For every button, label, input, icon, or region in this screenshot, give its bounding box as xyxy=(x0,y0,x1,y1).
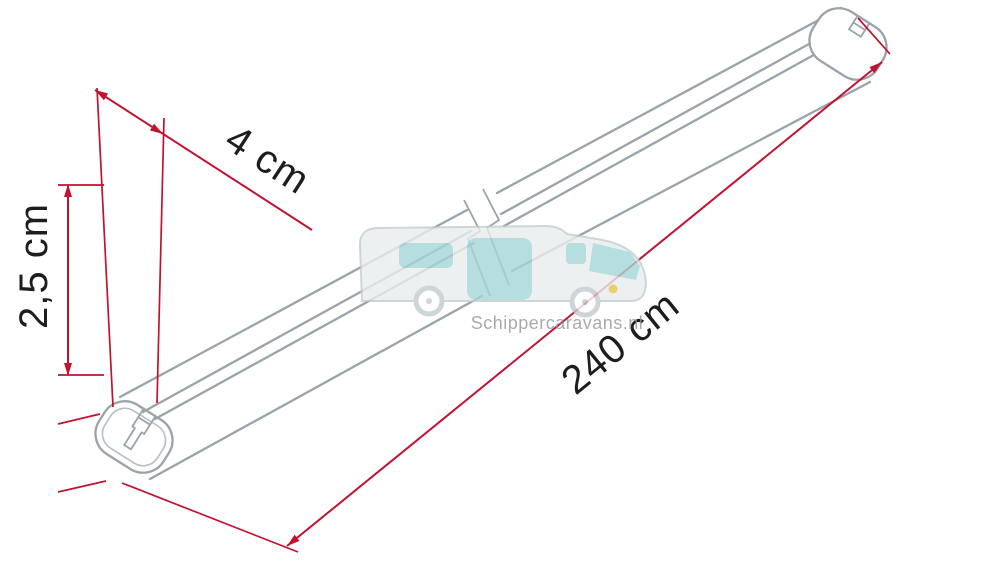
width-dimension-label: 4 cm xyxy=(217,117,317,203)
caravan-graphic xyxy=(358,224,647,318)
height-dimension-label: 2,5 cm xyxy=(12,203,56,329)
height-extension-line-profile-bottom xyxy=(57,480,107,493)
rail-top-edge-line xyxy=(118,6,843,399)
length-extension-line-bottom xyxy=(121,482,299,553)
dimension-width: 4 cm xyxy=(94,87,317,408)
arrowhead xyxy=(287,534,300,546)
dimension-height: 2,5 cm xyxy=(12,184,107,493)
arrowhead xyxy=(149,123,163,134)
arrowhead xyxy=(95,90,109,101)
front-marker-light xyxy=(608,284,618,294)
watermark-text: Schippercaravans.nl xyxy=(471,313,644,333)
rear-window xyxy=(399,243,453,268)
cab-side-window xyxy=(566,243,586,264)
length-extension-line-top xyxy=(857,17,891,55)
watermark: Schippercaravans.nl xyxy=(358,224,647,333)
near-end-cross-section xyxy=(94,400,174,474)
front-wheel-hub xyxy=(582,299,588,305)
height-extension-line-profile-top xyxy=(57,413,101,425)
rail-slot-edge-line-a xyxy=(141,16,858,414)
arrowhead xyxy=(64,184,72,197)
rear-wheel-hub xyxy=(426,298,432,304)
rail-slot-edge-line-b xyxy=(153,23,870,421)
far-end-cross-section xyxy=(808,7,888,81)
profile-end-slot-notch xyxy=(847,14,871,38)
caravan-door xyxy=(467,238,532,300)
profile-inner-wall xyxy=(101,407,167,467)
profile-channel-slot xyxy=(122,407,157,451)
windshield xyxy=(589,243,640,280)
width-extension-line-right xyxy=(156,117,165,404)
width-dimension-line xyxy=(94,89,313,231)
arrowhead xyxy=(64,363,72,376)
width-extension-line-left xyxy=(96,87,114,408)
arrowhead xyxy=(869,62,882,74)
